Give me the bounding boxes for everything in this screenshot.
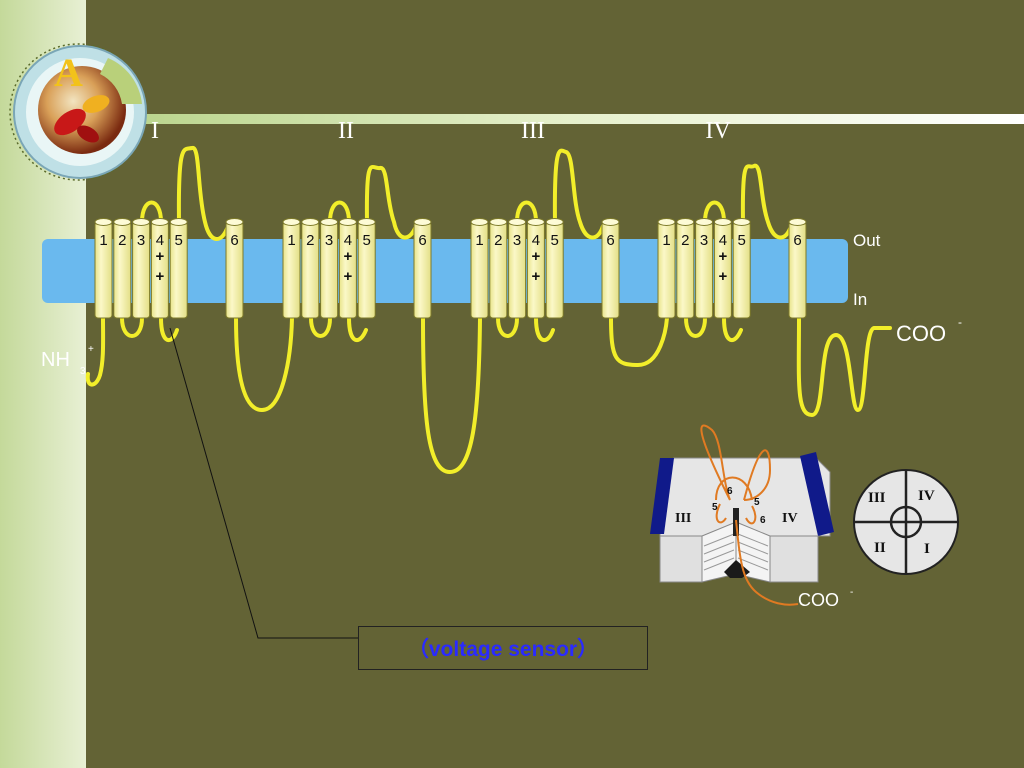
helix-d3-s6: 6: [601, 218, 620, 319]
domain-labels: I II III IV: [151, 118, 731, 144]
sensor-pointer-line: [169, 327, 358, 639]
helix-d3-s5: 5: [545, 218, 564, 319]
quad-label-i: I: [924, 541, 930, 557]
channel-num-5-left: 5: [712, 502, 718, 513]
coo-superscript: -: [958, 315, 962, 329]
quad-label-ii: II: [874, 540, 886, 556]
nh3-subscript: 3: [80, 366, 86, 377]
segment-number: 3: [700, 232, 708, 249]
helix-d4-s6: 6: [788, 218, 807, 319]
segment-number: 1: [662, 232, 670, 249]
header-rule: [120, 114, 1024, 124]
charge-plus: +: [719, 248, 728, 265]
logo-letter: A: [54, 50, 83, 95]
segment-number: 1: [99, 232, 107, 249]
charge-plus: +: [344, 268, 353, 285]
segment-number: 2: [494, 232, 502, 249]
helix-d1-s2: 2: [113, 218, 132, 319]
segment-number: 4: [719, 232, 727, 249]
quad-label-iii: III: [868, 490, 886, 506]
charge-plus: +: [156, 248, 165, 265]
segment-number: 5: [175, 232, 183, 249]
channel-coo-label: COO: [798, 590, 839, 610]
helix-d3-s1: 1: [470, 218, 489, 319]
channel-label-iii: III: [675, 511, 691, 526]
segment-number: 4: [344, 232, 352, 249]
charge-plus: +: [532, 248, 541, 265]
helix-d1-s1: 1: [94, 218, 113, 319]
segment-number: 3: [513, 232, 521, 249]
helix-d2-s1: 1: [282, 218, 301, 319]
charge-plus: +: [344, 248, 353, 265]
out-label: Out: [853, 231, 881, 250]
helix-d2-s3: 3: [320, 218, 339, 319]
segment-number: 6: [418, 232, 426, 249]
n-terminus-label: NH 3 +: [41, 344, 94, 377]
helix-d2-s5: 5: [357, 218, 376, 319]
segment-number: 2: [681, 232, 689, 249]
in-label: In: [853, 290, 867, 309]
helix-d3-s4: 4++: [526, 218, 545, 319]
helix-d3-s3: 3: [508, 218, 527, 319]
helix-d4-s2: 2: [676, 218, 695, 319]
domain-label-1: I: [151, 118, 159, 144]
segment-number: 5: [363, 232, 371, 249]
nh3-label: NH: [41, 349, 70, 371]
segment-number: 6: [230, 232, 238, 249]
helix-d1-s3: 3: [132, 218, 151, 319]
charge-plus: +: [532, 268, 541, 285]
channel-num-6-right: 6: [760, 515, 766, 526]
domain-label-4: IV: [705, 118, 731, 144]
segment-number: 4: [156, 232, 164, 249]
domain-label-3: III: [521, 118, 545, 144]
helix-d4-s3: 3: [695, 218, 714, 319]
charge-plus: +: [156, 268, 165, 285]
peptide-chain: [85, 146, 892, 474]
segment-number: 2: [118, 232, 126, 249]
helix-d1-s6: 6: [225, 218, 244, 319]
helix-d2-s6: 6: [413, 218, 432, 319]
segment-number: 5: [738, 232, 746, 249]
channel-coo-superscript: -: [850, 587, 853, 598]
segment-number: 3: [325, 232, 333, 249]
helix-d1-s4: 4++: [150, 218, 169, 319]
charge-plus: +: [719, 268, 728, 285]
helix-d2-s2: 2: [301, 218, 320, 319]
voltage-sensor-box: （voltage sensor）: [358, 626, 648, 670]
channel-3d-diagram: III IV 6 5 5 6 COO -: [650, 424, 853, 610]
navy-bar-right: [800, 452, 834, 536]
quadrant-diagram: III IV II I: [853, 469, 959, 575]
segment-number: 1: [475, 232, 483, 249]
helix-d3-s2: 2: [489, 218, 508, 319]
logo-badge: A: [9, 43, 147, 181]
segment-number: 3: [137, 232, 145, 249]
helix-d2-s4: 4++: [338, 218, 357, 319]
channel-label-iv: IV: [782, 511, 798, 526]
channel-num-6-top: 6: [727, 486, 733, 497]
segment-number: 6: [793, 232, 801, 249]
quad-label-iv: IV: [918, 488, 935, 504]
c-terminus-label: COO -: [896, 315, 962, 346]
channel-num-5-right: 5: [754, 497, 760, 508]
helix-d4-s5: 5: [732, 218, 751, 319]
segment-number: 2: [306, 232, 314, 249]
segment-number: 4: [532, 232, 540, 249]
helix-d4-s1: 1: [657, 218, 676, 319]
segment-number: 5: [551, 232, 559, 249]
helix-d4-s4: 4++: [713, 218, 732, 319]
helix-d1-s5: 5: [169, 218, 188, 319]
segment-number: 6: [606, 232, 614, 249]
voltage-sensor-label: （voltage sensor）: [407, 638, 599, 661]
coo-label: COO: [896, 321, 946, 346]
segment-number: 1: [287, 232, 295, 249]
nh3-superscript: +: [88, 344, 94, 355]
navy-bar-left: [650, 458, 674, 534]
domain-label-2: II: [338, 118, 354, 144]
